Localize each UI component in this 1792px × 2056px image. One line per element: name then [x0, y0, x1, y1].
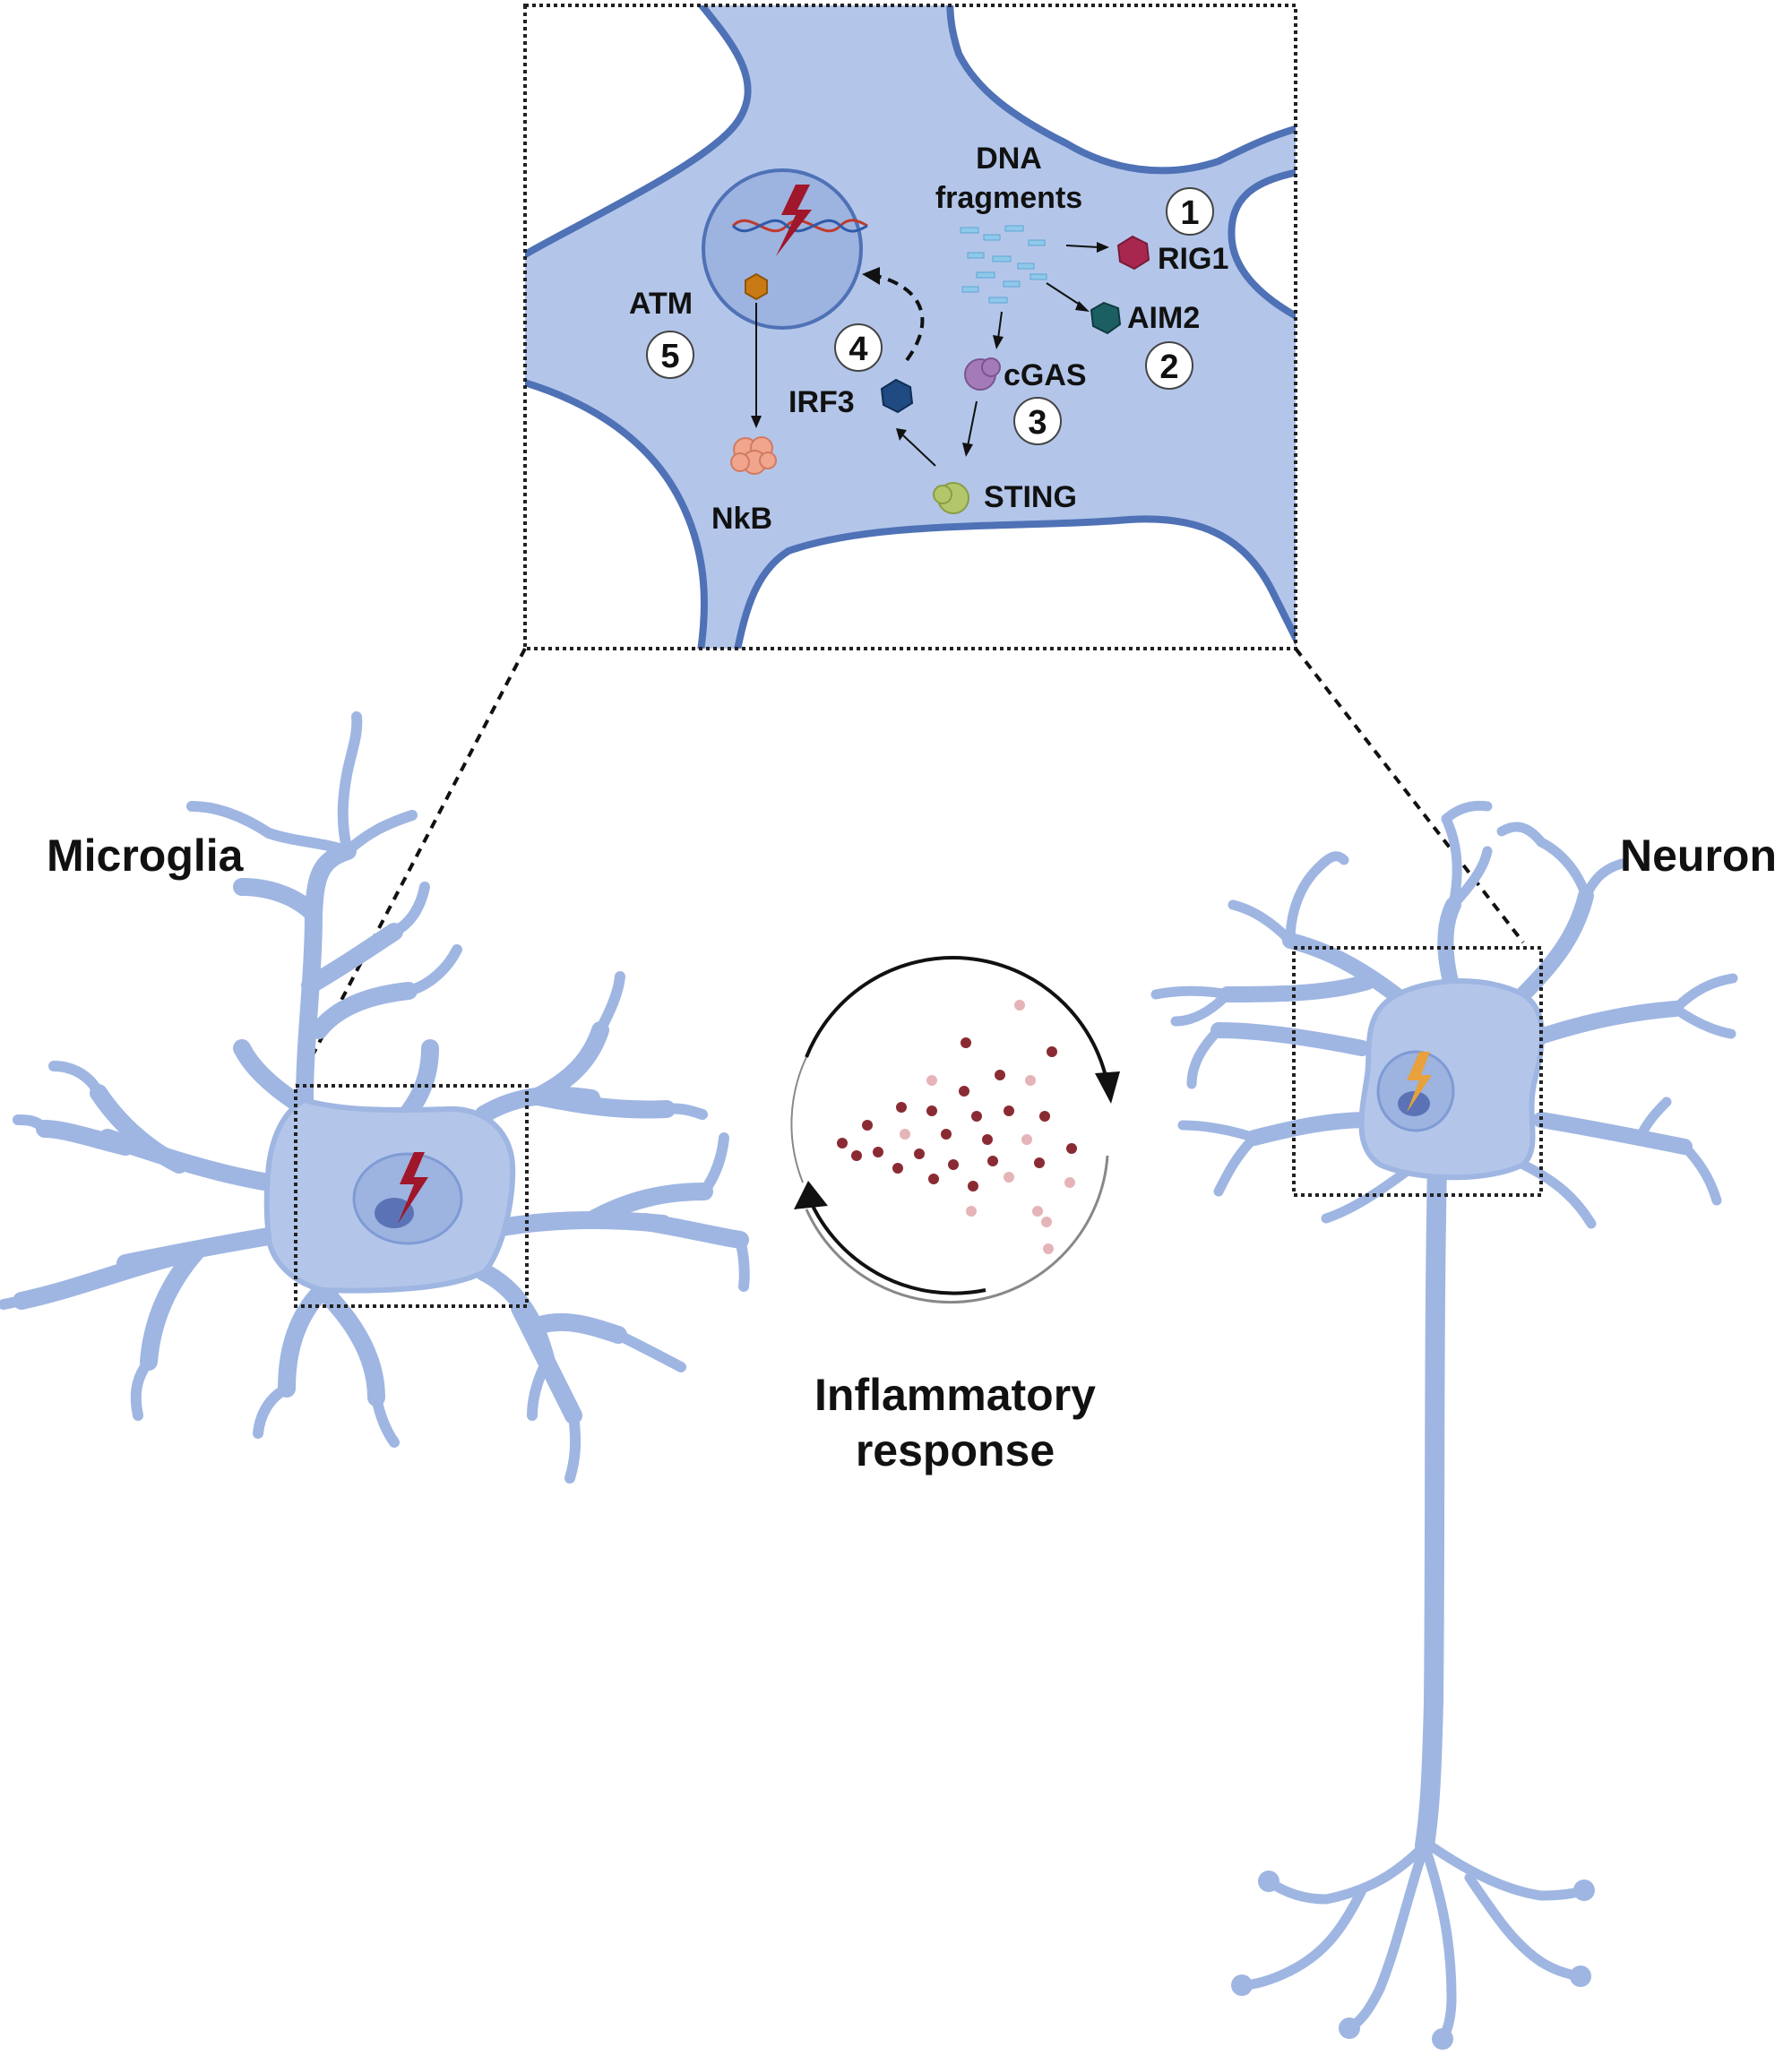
inflammatory-label-line2: response — [856, 1425, 1055, 1475]
microglia-lightning-icon — [398, 1152, 428, 1224]
dna-helix-icon — [731, 219, 868, 233]
irf3-label: IRF3 — [788, 385, 855, 419]
dna-label-line1: DNA — [976, 142, 1042, 176]
nkb-label: NkB — [711, 502, 772, 536]
microglia-cell — [0, 711, 750, 1484]
dna-damage-lightning-icon — [776, 185, 812, 256]
dna-label-line2: fragments — [935, 181, 1082, 215]
atm-label: ATM — [629, 287, 693, 321]
inflammatory-label-line1: Inflammatory — [814, 1370, 1096, 1420]
aim2-label: AIM2 — [1127, 301, 1200, 335]
step-badges: 1 2 3 4 5 — [646, 187, 1214, 445]
inflammatory-cycle — [790, 956, 1120, 1304]
cgas-label: cGAS — [1004, 358, 1087, 392]
atm-protein-icon — [745, 272, 768, 301]
step-3: 3 — [1028, 404, 1047, 442]
dna-fragments-icon — [960, 225, 1047, 304]
neuron-label: Neuron — [1620, 830, 1777, 881]
neuron-cell — [1150, 800, 1738, 2050]
zoom-inset — [523, 4, 1297, 650]
step-1: 1 — [1180, 194, 1199, 232]
neuron-zoom-box — [1292, 946, 1543, 1197]
microglia-zoom-box — [294, 1084, 529, 1308]
step-4: 4 — [849, 331, 867, 368]
zoom-connectors — [294, 647, 1525, 1088]
rig1-label: RIG1 — [1158, 242, 1228, 276]
inset-cell-body — [525, 5, 1296, 649]
inset-nucleus — [702, 168, 863, 330]
rig1-protein-icon — [1116, 235, 1150, 271]
cytokine-dots — [837, 1000, 1077, 1254]
step-2: 2 — [1159, 348, 1178, 386]
sting-protein-icon — [933, 482, 969, 514]
cgas-protein-icon — [964, 357, 1001, 391]
neuron-lightning-icon — [1407, 1052, 1432, 1113]
nkb-protein-icon — [730, 436, 777, 475]
irf3-protein-icon — [880, 378, 914, 414]
inset-frame — [523, 4, 1297, 650]
sting-label: STING — [984, 480, 1077, 514]
microglia-label: Microglia — [47, 830, 245, 881]
step-5: 5 — [660, 338, 679, 375]
aim2-protein-icon — [1090, 301, 1122, 335]
